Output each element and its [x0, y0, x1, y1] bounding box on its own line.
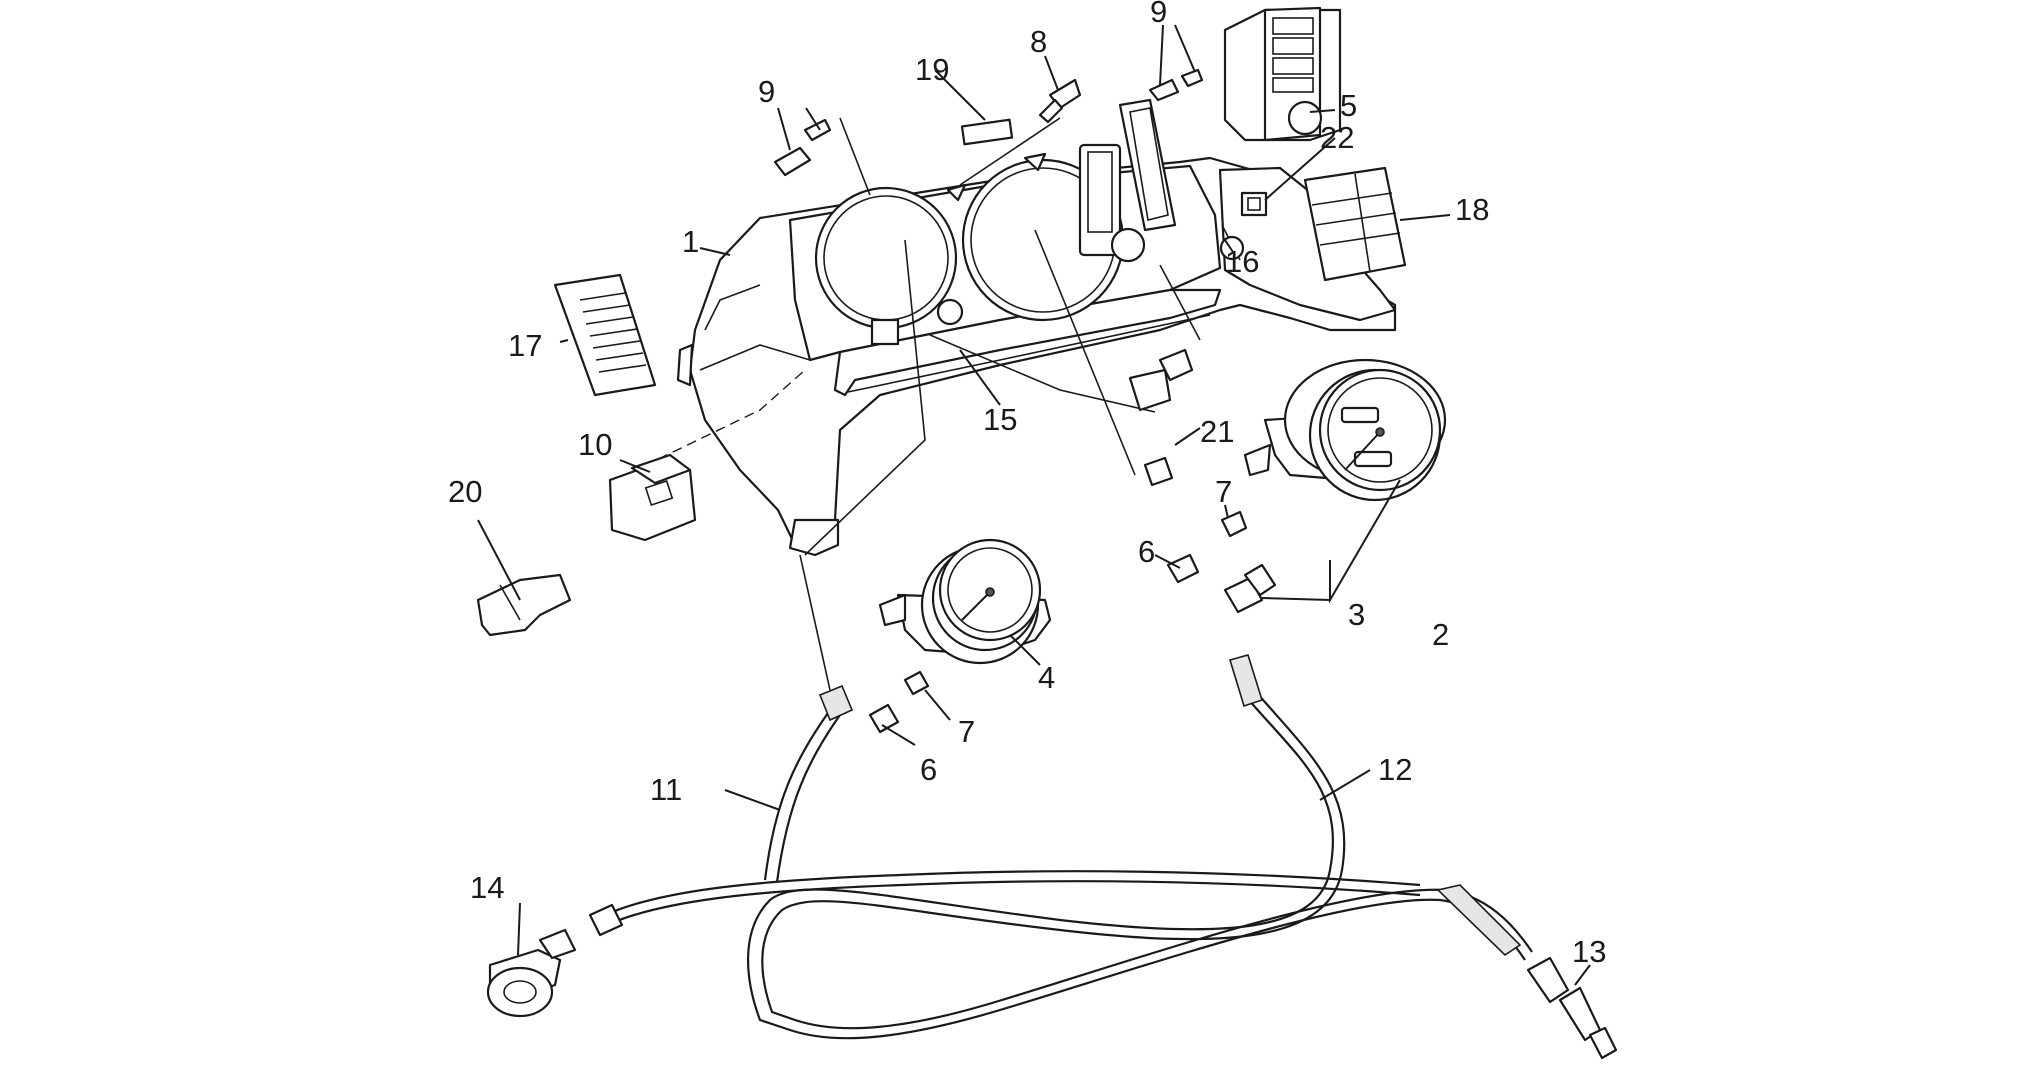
decals	[553, 118, 1407, 397]
label-part-4: 4	[1038, 660, 1055, 695]
label-part-6-lower: 6	[920, 752, 937, 787]
label-part-10: 10	[578, 427, 612, 462]
label-part-2: 2	[1432, 617, 1449, 652]
label-part-6-upper: 6	[1138, 534, 1155, 569]
label-part-16: 16	[1225, 244, 1259, 279]
speedometer-cable	[747, 654, 1533, 1040]
label-part-9-left: 9	[758, 74, 775, 109]
instrument-panel-housing	[676, 143, 1397, 557]
label-part-17: 17	[508, 328, 542, 363]
tachometer-gauge	[878, 538, 1052, 665]
label-part-22: 22	[1320, 120, 1354, 155]
label-part-12: 12	[1378, 752, 1412, 787]
tachometer-cable	[594, 684, 1421, 931]
bulbs-connectors	[773, 68, 1277, 734]
speedometer-gauge	[1243, 358, 1447, 502]
label-part-9-right: 9	[1150, 0, 1167, 29]
part-number-labels: 9 19 8 9 5 22 18 16 1 17 15 21 10 20 7 6…	[448, 0, 1606, 969]
label-part-21: 21	[1200, 414, 1234, 449]
label-part-13: 13	[1572, 934, 1606, 969]
label-part-7-upper: 7	[1215, 474, 1232, 509]
label-part-20: 20	[448, 474, 482, 509]
warning-light-panel	[1223, 6, 1342, 142]
label-part-5: 5	[1340, 88, 1357, 123]
relay-and-switch	[476, 453, 697, 637]
label-part-19: 19	[915, 52, 949, 87]
guide-lines	[614, 117, 1241, 691]
label-part-18: 18	[1455, 192, 1489, 227]
label-part-8: 8	[1030, 24, 1047, 59]
label-part-1: 1	[682, 224, 699, 259]
label-part-11: 11	[650, 772, 682, 807]
callout-leaders	[477, 24, 1591, 986]
label-part-14: 14	[470, 870, 504, 905]
label-part-3: 3	[1348, 597, 1365, 632]
drive-units	[486, 903, 1618, 1060]
label-part-7-lower: 7	[958, 714, 975, 749]
label-part-15: 15	[983, 402, 1017, 437]
